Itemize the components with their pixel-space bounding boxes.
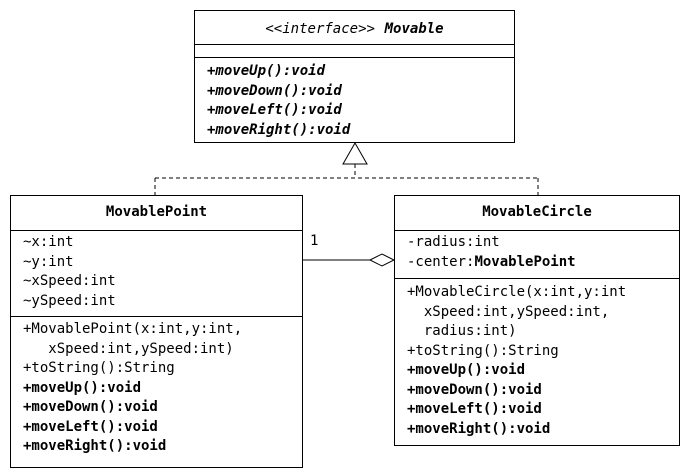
attribute-type: MovablePoint xyxy=(474,253,576,270)
attribute: ~x:int xyxy=(23,234,74,250)
realization-arrow xyxy=(154,141,539,195)
constructor: +MovablePoint(x:int,y:int, xyxy=(23,321,243,337)
operation: +moveLeft():void xyxy=(207,102,342,118)
hollow-diamond-head xyxy=(368,253,396,267)
hollow-triangle-head xyxy=(342,141,368,165)
operation: +moveDown():void xyxy=(23,399,158,415)
constructor: +MovableCircle(x:int,y:int xyxy=(407,284,627,300)
interface-movable: <<interface>> Movable +moveUp():void +mo… xyxy=(194,10,515,143)
attribute-name: -center: xyxy=(407,253,475,270)
operation: +moveRight():void xyxy=(407,420,551,437)
operation: +moveUp():void xyxy=(23,379,142,396)
operation: +moveUp():void xyxy=(407,362,526,378)
class-operations: +MovablePoint(x:int,y:int, xSpeed:int,yS… xyxy=(11,316,302,457)
attribute: ~y:int xyxy=(23,253,74,270)
class-movable-circle: MovableCircle -radius:int -center:Movabl… xyxy=(394,195,680,446)
interface-header: <<interface>> Movable xyxy=(195,11,514,44)
attribute: -center:MovablePoint xyxy=(407,253,679,273)
class-header: MovablePoint xyxy=(11,196,302,230)
operation: +moveLeft():void xyxy=(407,401,542,417)
class-movable-point: MovablePoint ~x:int ~y:int ~xSpeed:int ~… xyxy=(10,195,303,468)
interface-operations: +moveUp():void +moveDown():void +moveLef… xyxy=(195,57,514,140)
constructor: xSpeed:int,ySpeed:int, xyxy=(407,303,610,320)
class-attributes: -radius:int -center:MovablePoint xyxy=(395,230,679,278)
class-attributes: ~x:int ~y:int ~xSpeed:int ~ySpeed:int xyxy=(11,230,302,316)
attribute: ~ySpeed:int xyxy=(23,292,116,309)
operation: +moveDown():void xyxy=(207,82,342,99)
class-header: MovableCircle xyxy=(395,196,679,230)
class-operations: +MovableCircle(x:int,y:int xSpeed:int,yS… xyxy=(395,278,679,439)
aggregation-link xyxy=(303,253,396,267)
interface-attributes xyxy=(195,44,514,57)
operation: +moveRight():void xyxy=(23,438,167,454)
constructor: xSpeed:int,ySpeed:int) xyxy=(23,340,234,357)
operation: +moveDown():void xyxy=(407,381,542,398)
association-multiplicity: 1 xyxy=(310,233,319,249)
class-name: MovableCircle xyxy=(482,204,592,220)
constructor: radius:int) xyxy=(407,323,517,339)
operation: +moveUp():void xyxy=(207,63,326,79)
interface-stereotype: <<interface>> xyxy=(265,21,375,37)
class-name: MovablePoint xyxy=(105,204,208,220)
operation: +moveLeft():void xyxy=(23,418,158,435)
attribute: -radius:int xyxy=(407,234,500,250)
operation: +toString():String xyxy=(407,342,559,359)
operation: +toString():String xyxy=(23,360,175,376)
interface-name: Movable xyxy=(384,21,444,37)
attribute: ~xSpeed:int xyxy=(23,273,116,289)
operation: +moveRight():void xyxy=(207,121,351,138)
